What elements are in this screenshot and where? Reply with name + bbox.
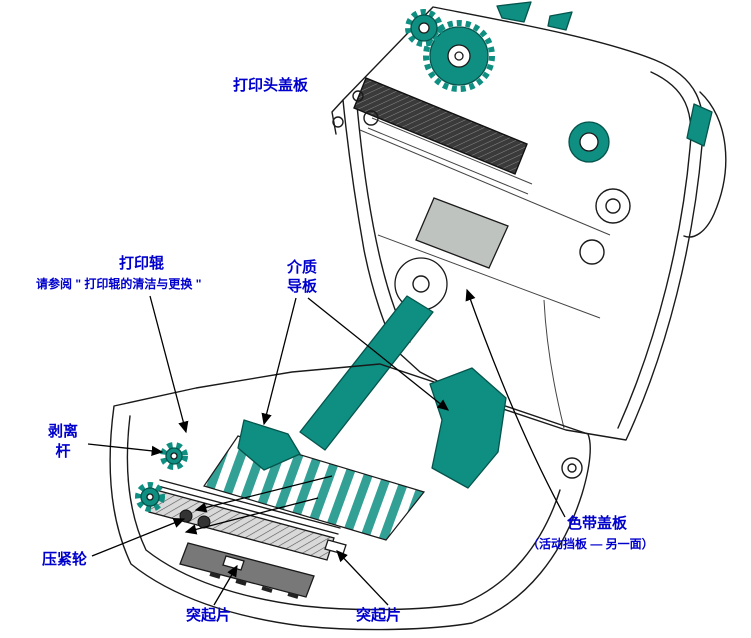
base-inner-rim bbox=[126, 415, 561, 611]
arrow-ribbon-cover bbox=[465, 288, 566, 518]
arrow-roller-direction-2 bbox=[184, 497, 319, 535]
arrow-pinch-roller bbox=[91, 518, 186, 557]
arrow-media-guide-right bbox=[307, 297, 450, 411]
front-tear-bar bbox=[179, 542, 315, 598]
spindle-outline-circle-2 bbox=[579, 239, 605, 265]
peel-bar-line-1 bbox=[159, 479, 341, 529]
printer-base bbox=[109, 363, 591, 631]
printhead-bar bbox=[353, 77, 528, 175]
arrow-roller-direction-1 bbox=[194, 475, 333, 513]
spindle-outline-circle bbox=[595, 188, 631, 224]
gear-large-axle bbox=[454, 51, 464, 61]
gear-small-teeth bbox=[405, 9, 443, 47]
printhead-lower-line-1 bbox=[371, 117, 533, 185]
media-arm bbox=[299, 295, 434, 451]
lid-top-teal-piece-2 bbox=[547, 11, 573, 31]
lid-top-teal-piece bbox=[496, 1, 532, 23]
lid-frame-line-3 bbox=[543, 299, 565, 429]
tab-left-part bbox=[222, 555, 245, 571]
gear-small bbox=[405, 9, 443, 47]
front-rim-slots bbox=[209, 572, 299, 599]
label-peel-bar-line1: 剥离 bbox=[47, 423, 78, 440]
spindle-ring-inner bbox=[579, 132, 599, 152]
leader-arrows bbox=[87, 288, 566, 606]
printer-lid bbox=[299, 1, 727, 451]
lid-hinge-details bbox=[331, 90, 379, 135]
lid-frame-line-2 bbox=[377, 234, 601, 319]
arm-pivot-hub bbox=[412, 275, 430, 293]
lid-outline bbox=[342, 6, 704, 441]
ribbon-cover-plate bbox=[415, 197, 509, 269]
label-media-guide-line1: 介质 bbox=[286, 259, 317, 276]
peel-bar-line-2 bbox=[157, 485, 339, 535]
arrow-platen bbox=[149, 295, 189, 434]
label-platen-title: 打印辊 bbox=[119, 255, 165, 272]
lid-frame-line-1 bbox=[359, 129, 611, 236]
label-peel-bar-line2: 杆 bbox=[55, 443, 71, 460]
lid-latch bbox=[686, 103, 713, 147]
arrow-peel-bar bbox=[87, 443, 164, 457]
label-ribbon-cover-title: 色带盖板 bbox=[567, 515, 628, 532]
base-outline bbox=[109, 363, 591, 631]
side-knob-hub bbox=[567, 463, 577, 473]
gear-small-hub bbox=[418, 22, 430, 34]
gear-large bbox=[423, 20, 495, 92]
side-knob bbox=[561, 457, 583, 479]
ribbon-spindle-ring bbox=[568, 121, 610, 163]
label-platen-note: 请参阅 " 打印辊的清洁与更换 " bbox=[36, 277, 202, 291]
spindle-outline-hub bbox=[605, 198, 621, 214]
peel-gear bbox=[160, 442, 188, 470]
label-printhead-cover: 打印头盖板 bbox=[233, 77, 309, 94]
label-tab-left: 突起片 bbox=[186, 607, 232, 624]
label-ribbon-cover-note: （活动挡板 — 另一面） bbox=[527, 537, 654, 551]
media-guide-right bbox=[429, 367, 507, 489]
label-tab-right: 突起片 bbox=[356, 607, 402, 624]
arrow-tab-right bbox=[336, 550, 389, 606]
lid-inner-right-edge bbox=[617, 71, 692, 429]
gear-large-teeth bbox=[423, 20, 495, 92]
label-media-guide-line2: 导板 bbox=[286, 278, 317, 295]
lid-outer-flap-edge bbox=[683, 91, 727, 238]
label-pinch-roller: 压紧轮 bbox=[42, 551, 88, 568]
media-guide-left bbox=[237, 419, 301, 471]
arrow-media-guide-left bbox=[261, 297, 297, 426]
arrow-tab-left bbox=[213, 564, 238, 606]
platen-gear bbox=[135, 482, 165, 512]
printhead-lower-line-2 bbox=[367, 127, 529, 195]
